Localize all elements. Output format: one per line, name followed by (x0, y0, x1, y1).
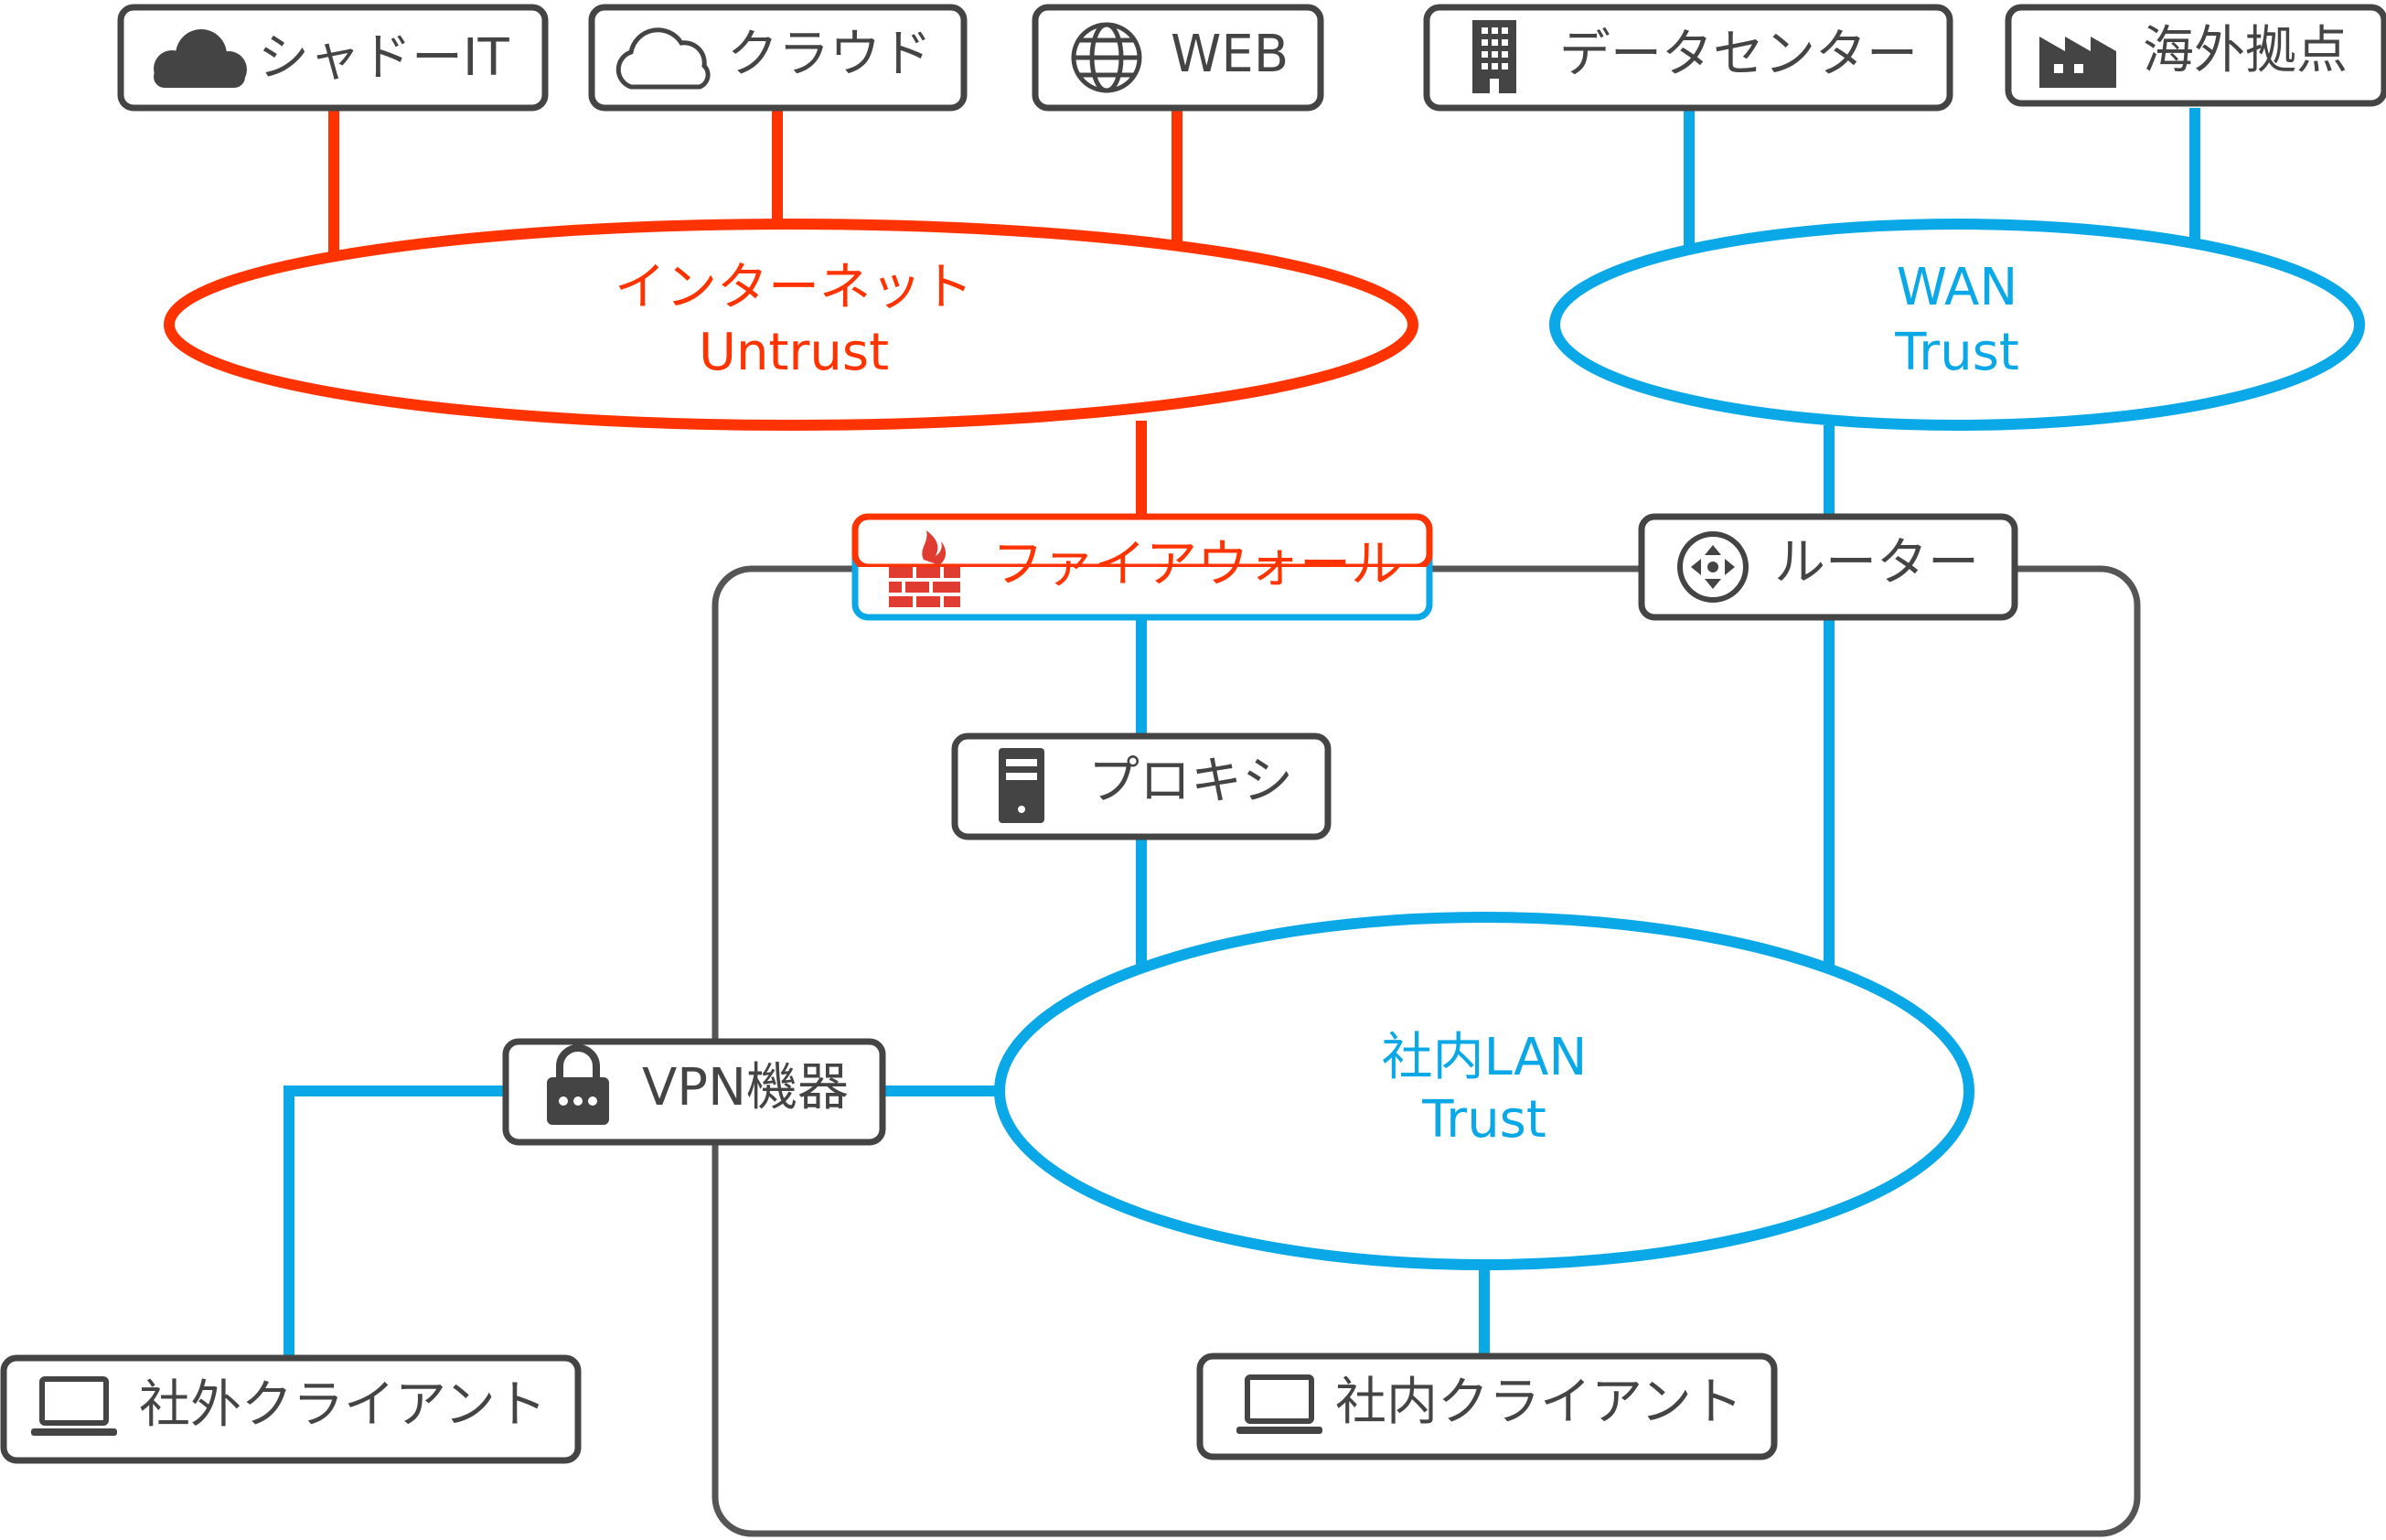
node-proxy-label: プロキシ (1088, 752, 1293, 811)
node-overseas: 海外拠点 (2005, 4, 2386, 107)
node-external-client: 社外クライアント (0, 1354, 582, 1464)
zone-wan-trust: Trust (1894, 323, 2019, 382)
server-icon (999, 748, 1044, 823)
firewall-icon (889, 530, 960, 607)
zone-internet-name: インターネット (615, 258, 973, 317)
node-router: ルーター (1638, 513, 2018, 621)
node-web: WEB (1032, 4, 1324, 112)
node-proxy: プロキシ (951, 733, 1332, 840)
node-external-client-label: 社外クライアント (139, 1375, 547, 1435)
zone-lan: 社内LAN Trust (994, 912, 1974, 1270)
node-overseas-label: 海外拠点 (2143, 21, 2348, 80)
node-datacenter-label: データセンター (1559, 25, 1918, 84)
node-cloud-label: クラウド (727, 25, 932, 84)
node-datacenter: データセンター (1423, 4, 1953, 112)
globe-icon (1071, 22, 1142, 93)
zone-lan-name: 社内LAN (1382, 1028, 1588, 1087)
trust-links (284, 108, 2200, 1358)
laptop-icon (1236, 1374, 1322, 1434)
node-internal-client: 社内クライアント (1196, 1353, 1778, 1460)
laptop-icon (31, 1376, 117, 1436)
zone-wan-name: WAN (1897, 258, 2018, 317)
node-firewall: ファイアウォール (851, 513, 1433, 621)
node-firewall-label: ファイアウォール (992, 535, 1402, 594)
building-icon (1472, 20, 1516, 93)
node-shadow-it: シャドーIT (117, 4, 549, 112)
node-vpn-label: VPN機器 (642, 1058, 849, 1118)
zone-lan-trust: Trust (1421, 1090, 1546, 1150)
zone-internet-trust: Untrust (699, 323, 889, 382)
lock-icon (547, 1044, 609, 1125)
node-router-label: ルーター (1774, 533, 1979, 593)
untrust-links (328, 108, 1182, 517)
node-web-label: WEB (1171, 25, 1289, 84)
router-icon (1677, 531, 1749, 603)
link-vpn-external-client (284, 1085, 506, 1358)
factory-icon (2039, 37, 2116, 88)
node-vpn: VPN機器 (502, 1038, 886, 1146)
cloud-filled-icon (154, 29, 247, 88)
zone-wan: WAN Trust (1549, 219, 2365, 431)
node-internal-client-label: 社内クライアント (1335, 1373, 1743, 1432)
zone-internet: インターネット Untrust (164, 219, 1418, 431)
node-cloud: クラウド (588, 4, 968, 112)
node-shadow-it-label: シャドーIT (258, 28, 510, 88)
cloud-outline-icon (615, 27, 711, 90)
